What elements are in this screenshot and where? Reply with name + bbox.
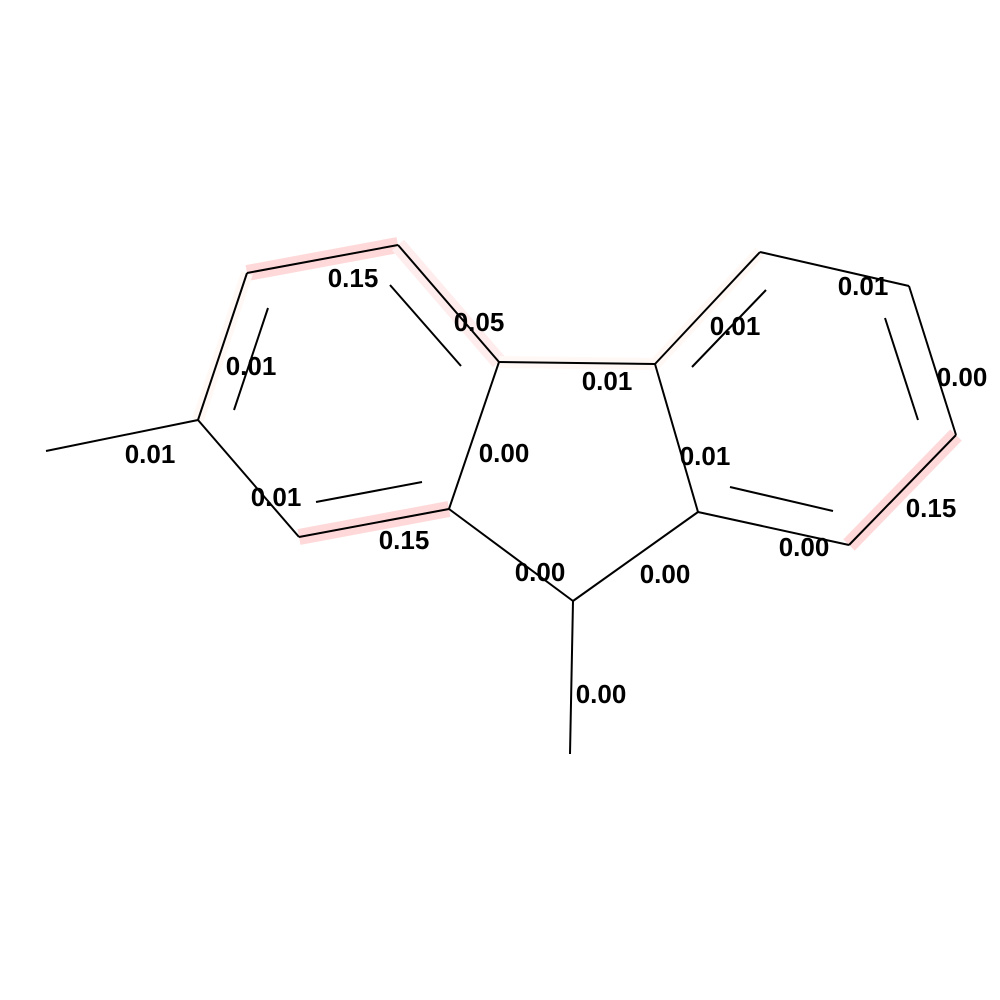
weight-label-methyl-bottom: 0.00: [576, 679, 627, 709]
bond-ring2-bottom: [697, 511, 850, 546]
bond-weight-labels: 0.15 0.05 0.01 0.01 0.01 0.15 0.00 0.01 …: [125, 263, 988, 709]
weight-label-ring2-right: 0.00: [937, 362, 988, 392]
bond-ring1-bottom: [298, 508, 450, 538]
weight-label-ring1-upperleft: 0.01: [226, 351, 277, 381]
weight-label-ring1-top: 0.15: [328, 263, 379, 293]
weight-label-five-lowerright: 0.00: [640, 559, 691, 589]
bond-methyl-bottom: [569, 600, 574, 755]
bond-ring1-top: [246, 244, 399, 274]
bond-ring2-bottom-inner: [729, 486, 834, 512]
weight-label-five-right: 0.01: [680, 441, 731, 471]
bond-ring2-upperleft-inner: [691, 289, 767, 368]
weight-label-ring2-upperleft: 0.01: [710, 311, 761, 341]
bonds: [45, 244, 957, 755]
bond-ring1-bottom-inner: [315, 481, 423, 503]
bond-ring1-topright-inner: [389, 284, 462, 367]
bond-ring2-lowerright: [848, 434, 957, 546]
bond-ring1-upperleft-inner: [233, 307, 269, 411]
bond-ring2-top: [759, 251, 910, 287]
weight-label-five-lowerleft: 0.00: [515, 557, 566, 587]
weight-label-ring1-topright: 0.05: [454, 307, 505, 337]
bond-ring1-topright: [397, 244, 500, 363]
weight-label-ring1-bottom: 0.15: [379, 525, 430, 555]
weight-label-biaryl: 0.01: [582, 366, 633, 396]
bond-ring1-lowerleft: [197, 419, 300, 538]
bond-five-lowerright: [572, 511, 699, 602]
bond-methyl-left: [45, 419, 199, 452]
weight-label-ring2-lowerright: 0.15: [906, 493, 957, 523]
bond-five-lowerleft: [448, 508, 574, 602]
weight-label-methyl-left: 0.01: [125, 439, 176, 469]
bond-ring2-upperleft: [654, 251, 761, 365]
weight-label-ring2-top: 0.01: [838, 271, 889, 301]
bond-ring2-right: [908, 285, 957, 436]
bond-five-right: [654, 363, 699, 513]
bond-ring1-upperleft: [197, 272, 248, 421]
bond-five-left: [448, 361, 500, 510]
weight-label-ring1-lowerleft: 0.01: [251, 482, 302, 512]
weight-label-five-left: 0.00: [479, 438, 530, 468]
bond-ring2-right-inner: [884, 317, 919, 421]
bond-biaryl: [498, 361, 656, 365]
weight-label-ring2-bottom: 0.00: [779, 532, 830, 562]
